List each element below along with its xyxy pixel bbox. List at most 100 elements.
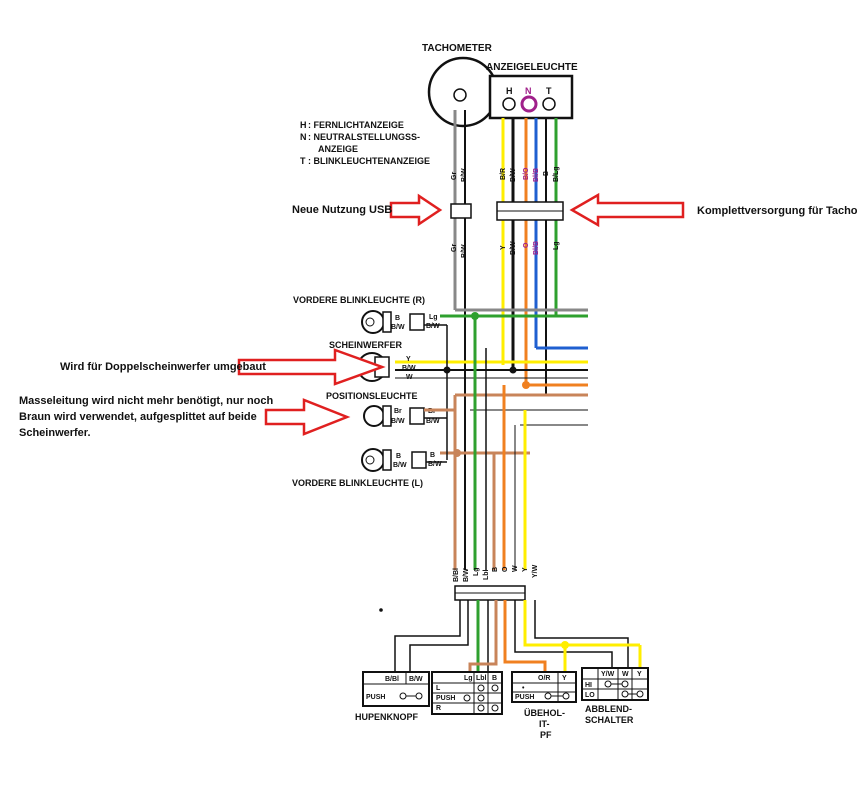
turn-right-bulb-inner [365, 317, 375, 327]
junction-orange [522, 381, 530, 389]
dimmer-header-w: W [622, 671, 629, 678]
dimmer-contact-1 [604, 680, 612, 688]
harness-wire-o: O [502, 566, 509, 572]
turn-right-wire-b: B [395, 315, 400, 322]
wire-to-dimmer-yw [534, 600, 629, 672]
harness-wire-bw: B/W [463, 568, 470, 582]
harness-wire-lg: Lg [473, 567, 480, 576]
turn-contact-3 [463, 694, 471, 702]
dimmer-contact-2 [621, 680, 629, 688]
harness-wire-bbl: B/Bl [453, 568, 460, 582]
wire-label-tacho-gr: Gr [451, 172, 458, 180]
arrow-dual-headlight [237, 348, 386, 386]
position-light-label: POSITIONSLEUCHTE [326, 391, 418, 401]
wire-label-tacho-gr2: Gr [451, 244, 458, 252]
arrow-ground [264, 398, 351, 436]
turn-left-bulb-inner [365, 455, 375, 465]
override-header-y: Y [562, 675, 567, 682]
turn-left-connector [411, 451, 427, 469]
harness-wire-yw: Y/W [532, 564, 539, 578]
wire-label-br: B/R [500, 168, 507, 180]
tachometer-label: TACHOMETER [422, 43, 493, 54]
annotation-ground-1: Masseleitung wird nicht mehr benötigt, n… [19, 395, 274, 407]
legend-text-t: : BLINKLEUCHTENANZEIGE [308, 156, 430, 166]
wire-to-horn-2 [409, 600, 469, 672]
legend-key-h: H [300, 120, 307, 130]
legend-text-n2: ANZEIGE [318, 144, 358, 154]
override-header-or: O/R [538, 675, 550, 682]
turn-row-r: R [436, 705, 441, 712]
wire-label-b: B [543, 171, 550, 176]
wire-to-turn-b [468, 600, 498, 672]
wire-label-tacho-bw2: B/W [461, 244, 468, 258]
wire-to-horn-1 [394, 600, 461, 672]
override-row-push: PUSH [515, 694, 534, 701]
wire-label-bw: B/W [510, 168, 517, 182]
override-label-3: PF [540, 730, 552, 740]
horn-switch-box [362, 671, 430, 707]
horn-row-push: PUSH [366, 694, 385, 701]
indicator-letter-n: N [525, 86, 532, 96]
wire-label-blg: B/Lg [553, 166, 560, 182]
turn-left-socket [382, 449, 392, 471]
high-beam-bulb [502, 97, 516, 111]
wire-label-blb: Bl/B [533, 168, 540, 182]
horn-button-label: HUPENKNOPF [355, 712, 419, 722]
dimmer-row-hi: HI [585, 682, 592, 689]
harness-wire-b: B [492, 567, 499, 572]
wire-label-blb2: Bl/B [533, 241, 540, 255]
horn-contact-1 [399, 692, 407, 700]
override-row-dot: • [522, 685, 525, 692]
turn-right-socket [382, 311, 392, 333]
headlight-wire-y: Y [406, 356, 411, 363]
indicator-letter-t: T [546, 86, 552, 96]
arrow-tacho-supply [569, 192, 685, 228]
position-light-bulb [363, 405, 385, 427]
junction-black-2 [509, 366, 517, 374]
harness-wire-lbl: Lbl [483, 569, 490, 580]
wire-label-bw2: B/W [510, 241, 517, 255]
wire-label-tacho-bw: B/W [461, 168, 468, 182]
turn-contact-1 [477, 684, 485, 692]
turn-left-wire-bw2: B/W [428, 461, 442, 468]
annotation-ground-3: Scheinwerfer. [19, 427, 91, 439]
dimmer-contact-3 [621, 690, 629, 698]
indicator-letter-h: H [506, 86, 513, 96]
turn-right-wire-bw2: B/W [426, 323, 440, 330]
override-label-2: IT- [539, 719, 550, 729]
override-contact-2 [562, 692, 570, 700]
turn-left-wire-b2: B [430, 452, 435, 459]
turn-left-wire-b: B [396, 453, 401, 460]
turn-row-push: PUSH [436, 695, 455, 702]
dimmer-contact-4 [636, 690, 644, 698]
headlight-wire-w: W [406, 374, 413, 381]
wire-to-override-y [523, 600, 567, 672]
tachometer-bulb [453, 88, 467, 102]
annotation-tacho-supply: Komplettversorgung für Tacho [697, 205, 858, 217]
dimmer-label-2: SCHALTER [585, 715, 634, 725]
position-wire-br: Br [394, 408, 402, 415]
annotation-dual-headlight: Wird für Doppelscheinwerfer umgebaut [60, 361, 266, 373]
override-contact-1 [544, 692, 552, 700]
horn-contact-2 [415, 692, 423, 700]
annotation-usb: Neue Nutzung USB [292, 204, 392, 216]
indicator-lights-label: ANZEIGELEUCHTE [486, 62, 578, 73]
turn-contact-2 [491, 684, 499, 692]
harness-wire-y: Y [522, 567, 529, 572]
turn-left-label: VORDERE BLINKLEUCHTE (L) [292, 478, 423, 488]
dimmer-label: ABBLEND- [585, 704, 632, 714]
turn-right-connector [409, 313, 425, 331]
position-wire-bw: B/W [391, 418, 405, 425]
turn-contact-4 [477, 694, 485, 702]
legend-text-n: : NEUTRALSTELLUNGSS- [308, 132, 420, 142]
dimmer-header-yw: Y/W [601, 671, 615, 678]
position-light-socket [382, 405, 392, 427]
legend-key-t: T [300, 156, 306, 166]
wire-label-bo: B/O [523, 167, 530, 180]
harness-wire-w: W [512, 565, 519, 572]
wire-label-lg: Lg [553, 241, 560, 250]
turn-row-l: L [436, 685, 441, 692]
headlight-wire-bw: B/W [402, 365, 416, 372]
turn-left-wire-bw: B/W [393, 462, 407, 469]
